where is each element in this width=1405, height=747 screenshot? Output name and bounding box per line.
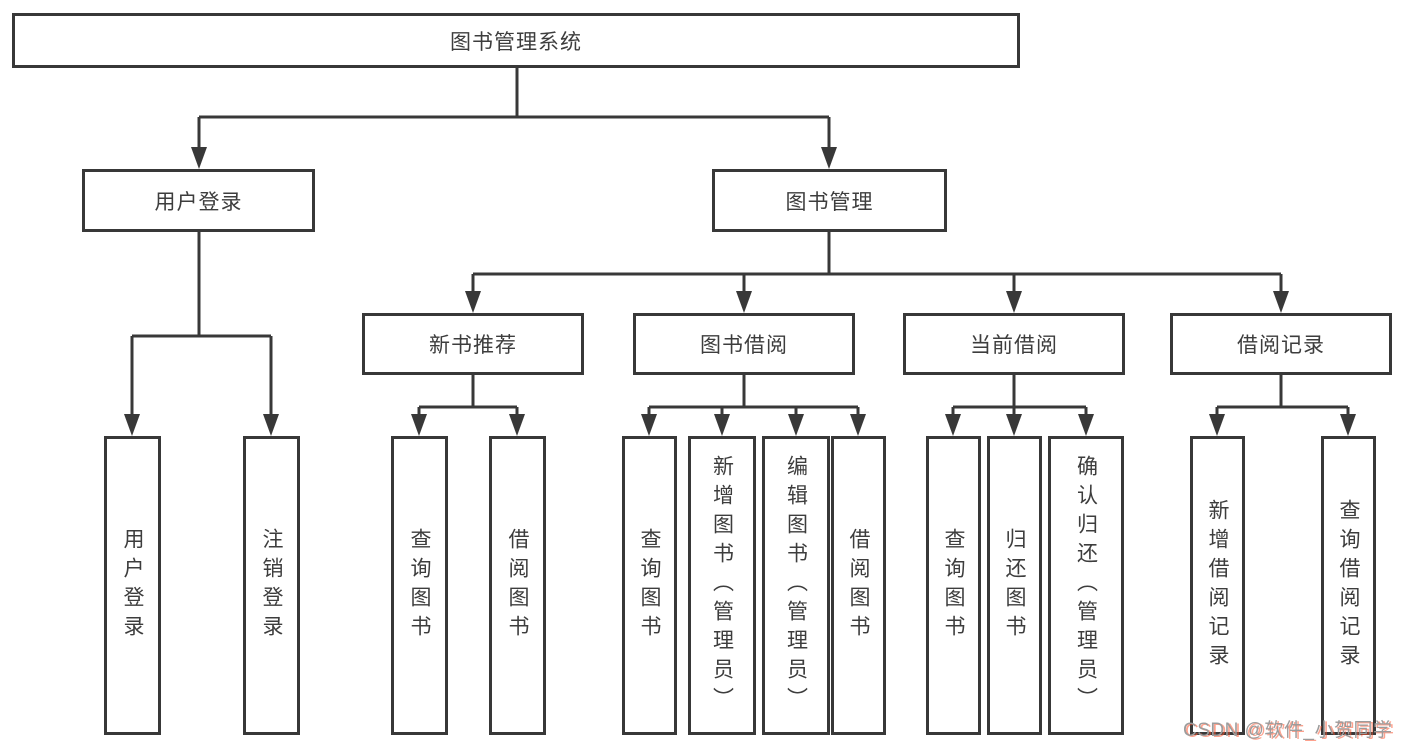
leaf-label: 确认归还（管理员） [1074, 455, 1098, 716]
node-book-borrow: 图书借阅 [633, 313, 855, 375]
leaf-user-login: 用户登录 [104, 436, 161, 735]
leaf-label: 用户登录 [121, 527, 144, 644]
leaf-return-books: 归还图书 [987, 436, 1042, 735]
node-library-management-system: 图书管理系统 [12, 13, 1020, 68]
leaf-borrow-books-recommend: 借阅图书 [489, 436, 546, 735]
leaf-query-borrow-record: 查询借阅记录 [1321, 436, 1376, 735]
leaf-add-borrow-record: 新增借阅记录 [1190, 436, 1245, 735]
leaf-label: 归还图书 [1003, 527, 1026, 644]
leaf-borrow-books: 借阅图书 [831, 436, 886, 735]
leaf-label: 查询图书 [638, 527, 661, 644]
leaf-query-books-recommend: 查询图书 [391, 436, 448, 735]
csdn-watermark: CSDN @软件_小贺同学 [1183, 720, 1393, 741]
leaf-query-books-current: 查询图书 [926, 436, 981, 735]
leaf-edit-books-admin: 编辑图书（管理员） [762, 436, 830, 735]
leaf-label: 编辑图书（管理员） [784, 455, 808, 716]
leaf-confirm-return-admin: 确认归还（管理员） [1048, 436, 1124, 735]
node-label: 当前借阅 [970, 334, 1058, 357]
node-current-borrow: 当前借阅 [903, 313, 1125, 375]
node-label: 新书推荐 [429, 334, 517, 357]
arrowheads [124, 147, 1356, 436]
node-user-login: 用户登录 [82, 169, 315, 232]
node-new-book-recommend: 新书推荐 [362, 313, 584, 375]
leaf-label: 查询借阅记录 [1337, 498, 1360, 673]
node-label: 图书借阅 [700, 334, 788, 357]
node-label: 图书管理 [785, 190, 874, 214]
leaf-label: 注销登录 [260, 527, 283, 644]
node-label: 用户登录 [154, 190, 243, 214]
node-label: 借阅记录 [1237, 334, 1325, 357]
node-book-management: 图书管理 [712, 169, 947, 232]
leaf-logout: 注销登录 [243, 436, 300, 735]
leaf-add-books-admin: 新增图书（管理员） [688, 436, 756, 735]
leaf-label: 借阅图书 [506, 527, 529, 644]
leaf-label: 查询图书 [408, 527, 431, 644]
leaf-label: 新增图书（管理员） [710, 455, 734, 716]
leaf-label: 借阅图书 [847, 527, 870, 644]
leaf-label: 新增借阅记录 [1206, 498, 1229, 673]
node-borrow-record: 借阅记录 [1170, 313, 1392, 375]
tree-wires [130, 68, 1350, 417]
leaf-label: 查询图书 [942, 527, 965, 644]
node-label: 图书管理系统 [450, 30, 582, 54]
leaf-query-books-borrow: 查询图书 [622, 436, 677, 735]
